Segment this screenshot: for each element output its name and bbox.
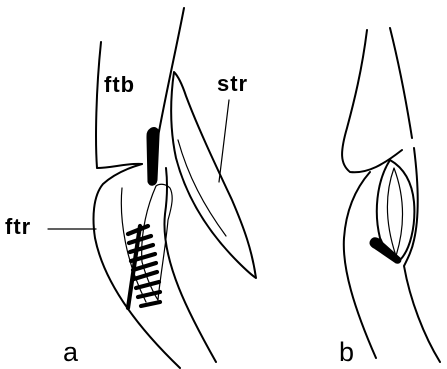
b-lower-segment-left-edge: [344, 172, 376, 358]
joint-peg: [147, 128, 159, 186]
b-upper-segment-outline: [342, 30, 402, 172]
str-spur-inner: [178, 140, 226, 236]
str-leader-line: [219, 100, 229, 182]
ftb-segment-outline: [96, 42, 142, 168]
str-spur-outline: [171, 72, 256, 278]
label-ftr: ftr: [5, 214, 31, 239]
label-panel-a: a: [63, 337, 79, 367]
label-panel-b: b: [339, 337, 354, 367]
panel-b: [342, 28, 440, 362]
label-str: str: [217, 71, 248, 96]
label-ftb: ftb: [104, 72, 135, 97]
b-joint-peg: [370, 238, 401, 263]
b-lobe-inner: [387, 168, 402, 256]
b-upper-segment-right-edge: [390, 28, 412, 138]
panel-a: [48, 8, 256, 368]
